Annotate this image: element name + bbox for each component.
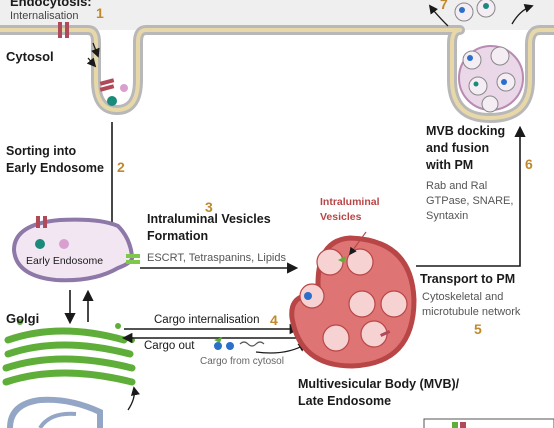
intraluminal-vesicle xyxy=(346,248,374,276)
mvb-docking-line1: MVB docking xyxy=(426,124,506,138)
intraluminal-vesicle xyxy=(316,248,344,276)
sorting-title-line1: Sorting into xyxy=(6,144,77,158)
golgi xyxy=(2,319,136,386)
golgi-label: Golgi xyxy=(6,311,40,326)
step-number-5: 5 xyxy=(474,321,482,337)
mvb-docking-detail-line2: GTPase, SNARE, xyxy=(426,195,514,207)
transport-to-pm-arrow xyxy=(416,125,526,267)
legend-box xyxy=(423,418,554,428)
mvb-label-line1: Multivesicular Body (MVB)/ xyxy=(298,377,460,391)
step-number-6: 6 xyxy=(525,156,533,172)
step-number-7: 7 xyxy=(440,0,448,12)
cytosolic-cargo-icon xyxy=(214,337,265,350)
release-arrow xyxy=(428,4,449,27)
released-exosomes xyxy=(454,0,496,22)
ilv-pointer-arrow xyxy=(349,231,367,256)
ilv-title-line2: Formation xyxy=(147,229,209,243)
intraluminal-vesicle xyxy=(348,290,376,318)
intraluminal-vesicles-label-line2: Vesicles xyxy=(320,211,362,223)
cytosol-cargo-arrow xyxy=(255,343,308,354)
transport-detail-line1: Cytoskeletal and xyxy=(422,291,504,303)
intraluminal-vesicle xyxy=(380,290,408,318)
early-endosome-label: Early Endosome xyxy=(26,255,104,267)
transport-title: Transport to PM xyxy=(420,272,516,286)
intraluminal-vesicle xyxy=(322,324,350,352)
mvb-label-line2: Late Endosome xyxy=(298,394,392,408)
mvb-docking-line2: and fusion xyxy=(426,141,490,155)
multivesicular-body xyxy=(289,235,417,369)
docking-mvb xyxy=(458,45,524,113)
sorting-title-line2: Early Endosome xyxy=(6,161,104,175)
receptor-icon xyxy=(58,22,69,38)
internalising-vesicle-cargo xyxy=(99,78,128,106)
cargo-from-cytosol-label: Cargo from cytosol xyxy=(200,356,284,367)
mvb-docking-detail-line1: Rab and Ral xyxy=(426,180,488,192)
early-endosome xyxy=(11,216,140,283)
step-number-1: 1 xyxy=(96,5,104,21)
mvb-docking-line3: with PM xyxy=(426,158,474,172)
ilv-detail: ESCRT, Tetraspanins, Lipids xyxy=(147,252,286,264)
endocytosis-title: Endocytosis: xyxy=(10,0,92,9)
cargo-internalisation-label: Cargo internalisation xyxy=(154,314,260,326)
cargo-out-label: Cargo out xyxy=(144,340,195,352)
intraluminal-vesicles-label-line1: Intraluminal xyxy=(320,196,380,208)
endoplasmic-reticulum xyxy=(7,396,103,428)
release-arrow xyxy=(511,3,534,25)
step-number-3: 3 xyxy=(205,199,213,215)
step-number-4: 4 xyxy=(270,312,278,328)
transport-detail-line2: microtubule network xyxy=(422,306,521,318)
internalisation-arrow xyxy=(86,57,97,68)
step-number-2: 2 xyxy=(117,159,125,175)
internalisation-arrow xyxy=(91,42,100,58)
mvb-docking-detail-line3: Syntaxin xyxy=(426,210,469,222)
internalisation-label: Internalisation xyxy=(10,10,79,22)
ilv-title-line1: Intraluminal Vesicles xyxy=(147,212,271,226)
cytosol-label: Cytosol xyxy=(6,49,54,64)
golgi-return-arrow xyxy=(127,386,140,411)
